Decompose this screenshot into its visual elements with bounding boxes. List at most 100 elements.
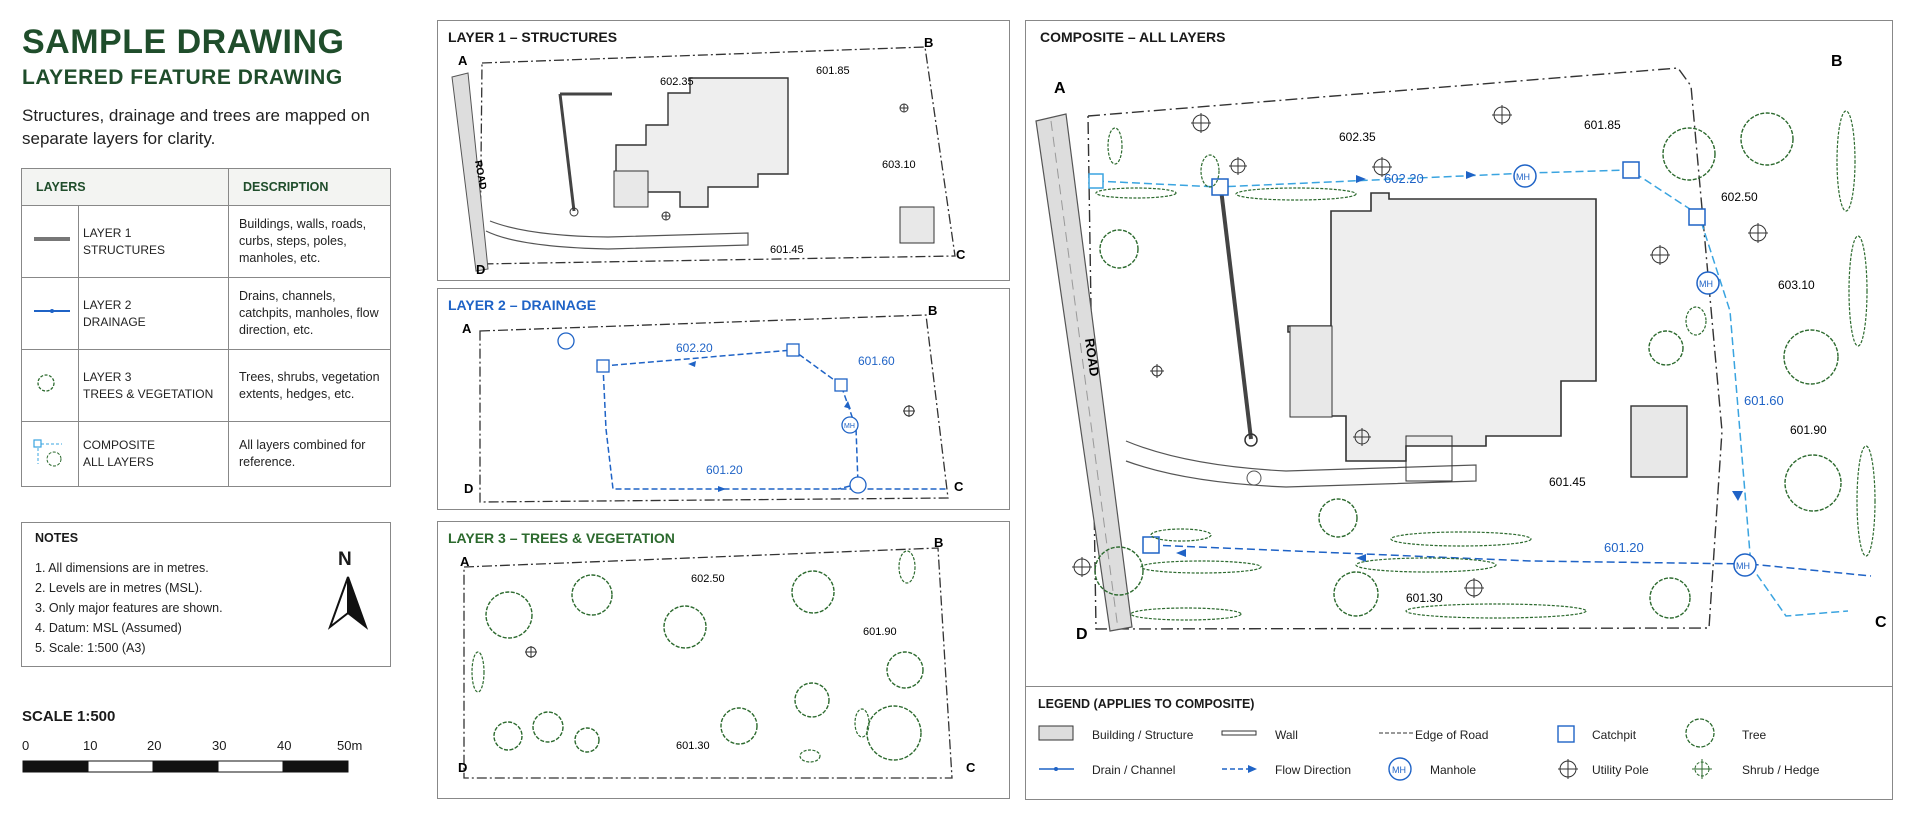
- site-boundary: [479, 314, 949, 503]
- layer-description: Buildings, walls, roads, curbs, steps, p…: [228, 205, 391, 278]
- panel-title: LAYER 2 – DRAINAGE: [448, 297, 597, 313]
- utility-pole-icon: [661, 103, 909, 221]
- scale-tick: 30: [212, 738, 227, 753]
- corner-d: D: [1076, 626, 1088, 643]
- notes-heading: NOTES: [35, 531, 79, 545]
- notes-list: 1. All dimensions are in metres. 2. Leve…: [35, 558, 223, 658]
- scale-label: SCALE 1:500: [22, 708, 116, 725]
- corner-c: C: [1875, 614, 1887, 631]
- building-icon: [613, 77, 935, 244]
- legend-label: Utility Pole: [1592, 763, 1649, 777]
- legend-label: Drain / Channel: [1092, 763, 1176, 777]
- legend-label: Building / Structure: [1092, 728, 1194, 742]
- shrub-icon: [1095, 110, 1876, 621]
- legend-label: Wall: [1275, 728, 1298, 742]
- level-label: 601.20: [706, 463, 743, 477]
- level-label: 603.10: [1778, 278, 1815, 292]
- level-label: 602.50: [1721, 190, 1758, 204]
- corner-d: D: [464, 481, 473, 496]
- road: [451, 72, 749, 272]
- manhole-label: MH: [844, 423, 855, 430]
- catchpit-icon: [1557, 725, 1575, 743]
- panel-drainage: LAYER 2 – DRAINAGE MH A B C D: [437, 288, 1010, 510]
- drain-level-label: 601.20: [1604, 540, 1644, 555]
- site-boundary: [1087, 67, 1723, 630]
- level-label: 602.50: [691, 573, 725, 585]
- panel-title: LAYER 3 – TREES & VEGETATION: [448, 530, 675, 546]
- level-label: 601.60: [858, 354, 895, 368]
- level-label: 602.35: [1339, 130, 1376, 144]
- layer-name: DRAINAGE: [83, 314, 146, 329]
- north-arrow-icon: [327, 576, 369, 630]
- scale-tick: 40: [277, 738, 292, 753]
- legend-heading: LEGEND (APPLIES TO COMPOSITE): [1038, 697, 1255, 711]
- utility-pole-icon: [525, 646, 537, 658]
- level-label: 602.20: [676, 341, 713, 355]
- legend-label: Edge of Road: [1415, 728, 1489, 742]
- corner-c: C: [954, 479, 964, 494]
- scale-tick: 20: [147, 738, 162, 753]
- manhole-label: MH: [1699, 279, 1713, 289]
- flow-direction-icon: [1222, 765, 1257, 773]
- edge-of-road-icon: [1379, 732, 1414, 734]
- manhole-icon: MH MH MH: [1513, 164, 1757, 577]
- wall-icon: [1221, 730, 1257, 736]
- drain-level-label: 601.60: [1744, 393, 1784, 408]
- composite-symbol-icon: [21, 421, 79, 487]
- corner-b: B: [934, 535, 943, 550]
- tree-symbol-icon: [21, 349, 79, 422]
- layer-name: TREES & VEGETATION: [83, 386, 214, 401]
- layer-name: STRUCTURES: [83, 242, 166, 257]
- legend: LEGEND (APPLIES TO COMPOSITE) Building /…: [1026, 686, 1892, 799]
- note-item: 1. All dimensions are in metres.: [35, 561, 209, 575]
- level-label: 602.35: [660, 76, 694, 88]
- utility-pole-icon: [903, 405, 915, 417]
- level-label: 603.10: [882, 159, 916, 171]
- level-label: 601.30: [1406, 591, 1443, 605]
- note-item: 2. Levels are in metres (MSL).: [35, 581, 203, 595]
- note-item: 4. Datum: MSL (Assumed): [35, 621, 182, 635]
- corner-a: A: [460, 554, 470, 569]
- panel-trees: LAYER 3 – TREES & VEGETATION A B C D 602…: [437, 521, 1010, 799]
- drain-channel: [602, 349, 948, 492]
- level-label: 601.45: [770, 244, 804, 256]
- drain-level-label: 602.20: [1384, 171, 1424, 186]
- scale-tick: 50m: [337, 738, 363, 753]
- shrub-icon: [1692, 759, 1712, 779]
- layer-name: COMPOSITE: [83, 438, 156, 452]
- north-label: N: [338, 549, 352, 570]
- panel-structures: LAYER 1 – STRUCTURES A B C D 602.35 601.…: [437, 20, 1010, 281]
- building-icon: [1287, 192, 1688, 482]
- col-description-header: DESCRIPTION: [228, 168, 391, 206]
- site-boundary: [463, 547, 953, 779]
- drain-channel-icon: [1039, 767, 1074, 771]
- manhole-label: MH: [1736, 561, 1750, 571]
- level-label: 601.90: [1790, 423, 1827, 437]
- panel-composite: COMPOSITE – ALL LAYERS: [1025, 20, 1893, 800]
- drain-symbol-icon: [21, 277, 79, 350]
- shrub-icon: [471, 550, 916, 763]
- page-title: SAMPLE DRAWING: [22, 23, 345, 61]
- corner-c: C: [966, 760, 976, 775]
- corner-d: D: [476, 262, 485, 277]
- corner-a: A: [1054, 80, 1066, 97]
- scale-tick: 0: [22, 738, 30, 753]
- corner-b: B: [1831, 53, 1843, 70]
- manhole-label: MH: [1516, 172, 1530, 182]
- building-icon: [1038, 725, 1074, 741]
- layer-name: LAYER 2: [83, 297, 132, 312]
- tree-icon: [1685, 718, 1715, 748]
- panel-title: COMPOSITE – ALL LAYERS: [1040, 29, 1226, 45]
- road-label: ROAD: [472, 160, 488, 191]
- level-label: 601.90: [863, 626, 897, 638]
- tree-icon: [1094, 112, 1842, 619]
- scale-tick: 10: [83, 738, 98, 753]
- corner-b: B: [928, 303, 937, 318]
- layer-description: Trees, shrubs, vegetation extents, hedge…: [228, 349, 391, 422]
- wall: [558, 92, 612, 217]
- layer-name: LAYER 1: [83, 225, 132, 240]
- panel-title: LAYER 1 – STRUCTURES: [448, 29, 618, 45]
